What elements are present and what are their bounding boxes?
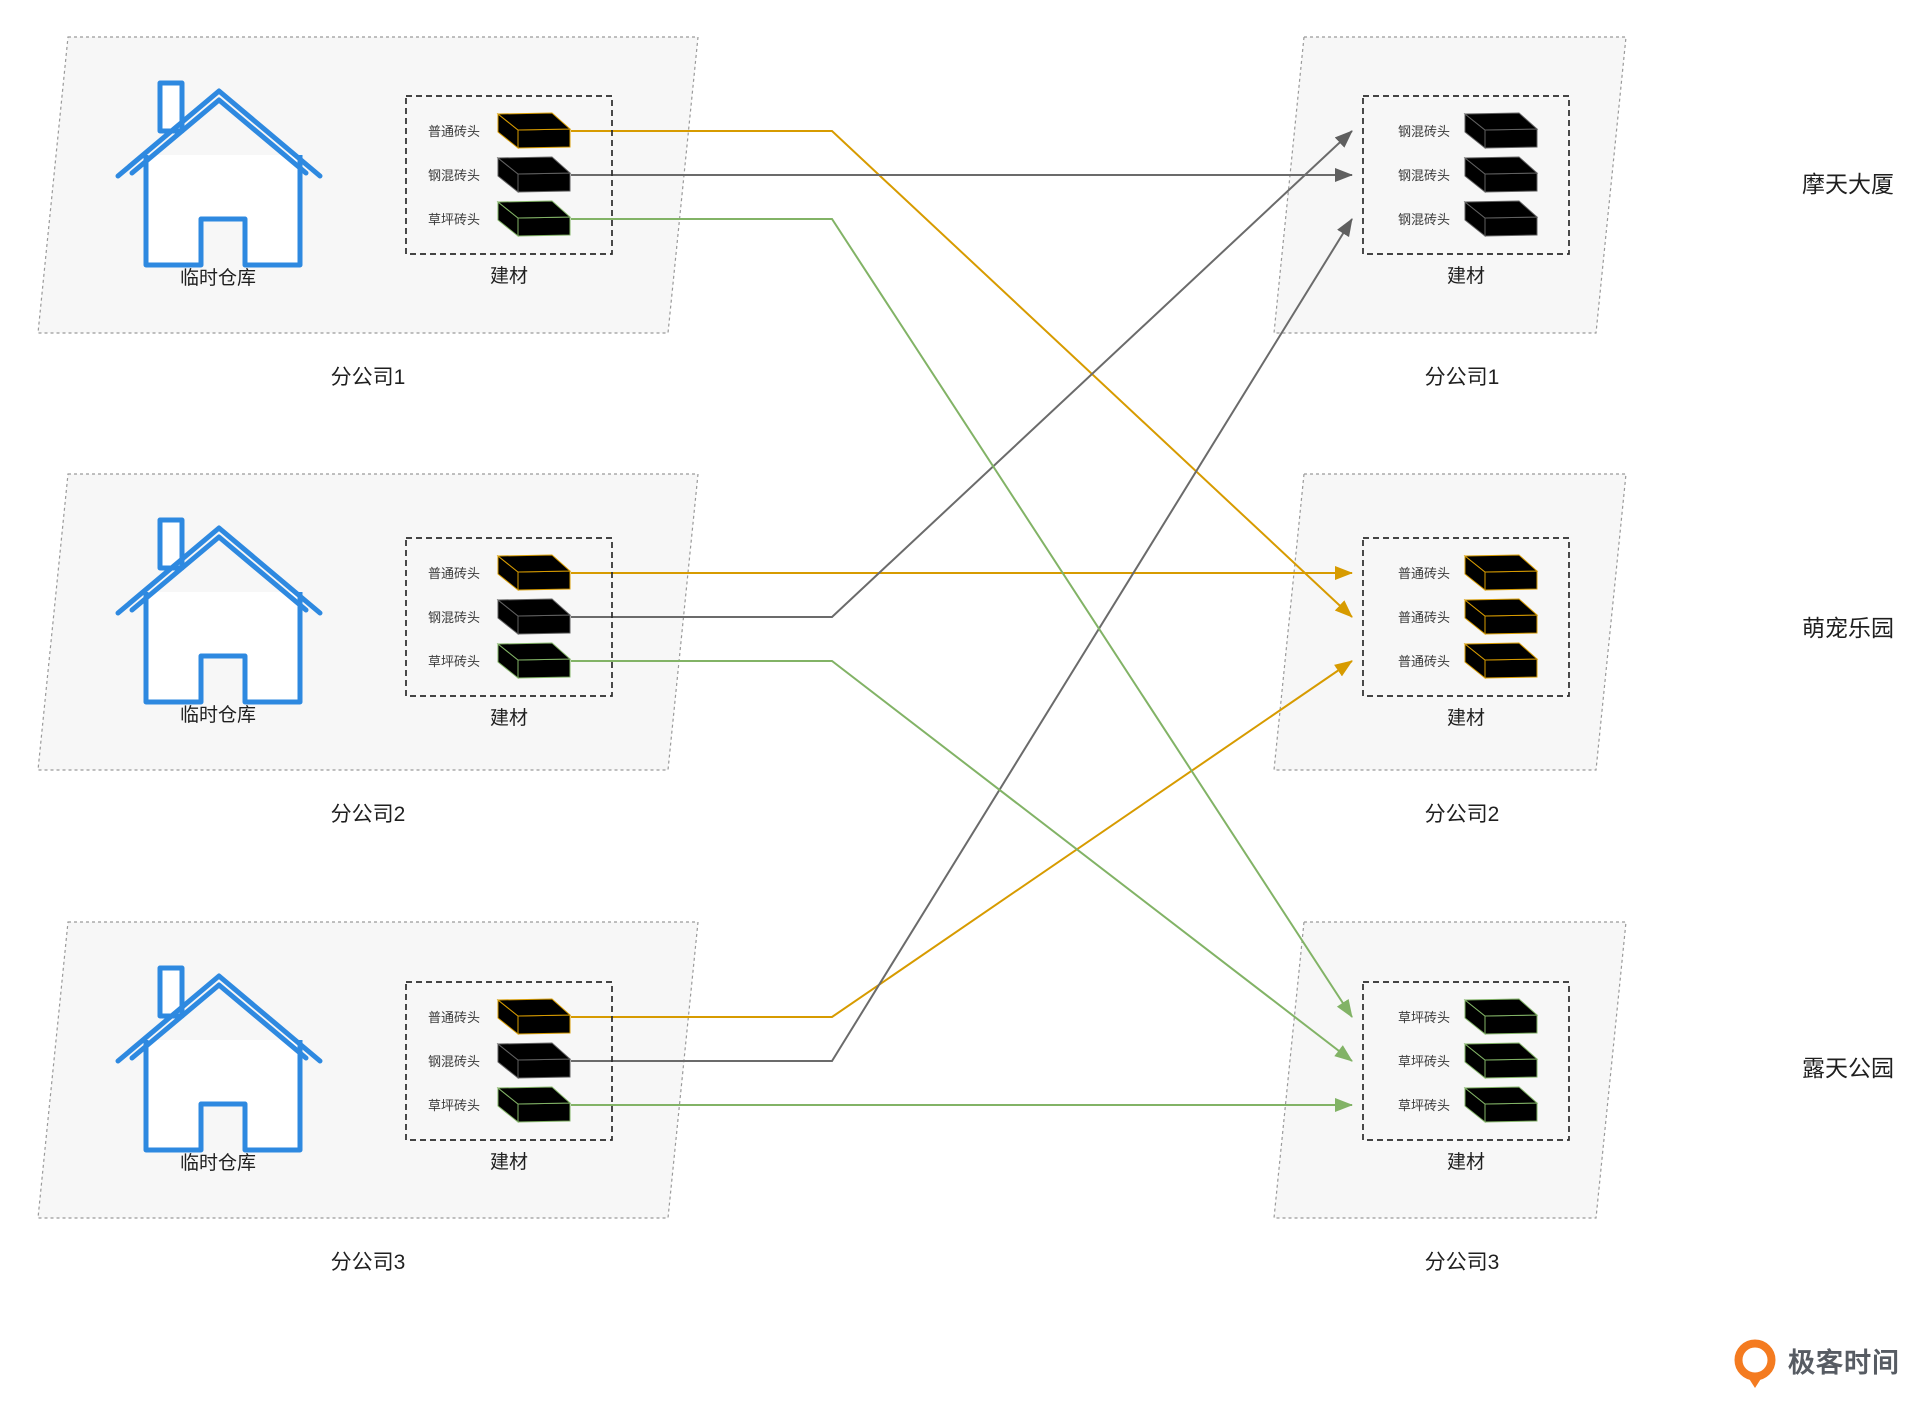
arrow-lawn-co2-to-open-park xyxy=(571,660,1353,1062)
brick-label: 草坪砖头 xyxy=(1398,1054,1450,1069)
brick-label: 草坪砖头 xyxy=(428,1098,480,1113)
arrow-ordinary-co1-to-pet-park xyxy=(571,130,1353,618)
materials-title: 建材 xyxy=(490,265,528,287)
left-company-3-box xyxy=(37,921,699,1219)
right-company-name: 分公司2 xyxy=(1425,803,1500,826)
brick-label: 草坪砖头 xyxy=(1398,1098,1450,1113)
brick-label: 普通砖头 xyxy=(1398,610,1450,625)
brick-label: 草坪砖头 xyxy=(428,212,480,227)
geektime-logo-icon xyxy=(1734,1339,1776,1381)
arrow-lawn-co1-to-open-park xyxy=(571,218,1353,1018)
left-company-name: 分公司2 xyxy=(331,803,406,826)
left-materials-box-1 xyxy=(405,95,613,255)
arrow-steel-co3-to-skyscraper xyxy=(571,218,1353,1062)
geektime-logo-text: 极客时间 xyxy=(1788,1347,1900,1378)
brick-label: 钢混砖头 xyxy=(428,1054,480,1069)
brick-label: 钢混砖头 xyxy=(1398,212,1450,227)
left-company-1-box xyxy=(37,36,699,334)
geektime-logo: 极客时间 xyxy=(1734,1339,1900,1388)
right-materials-box-2 xyxy=(1362,537,1570,697)
materials-title: 建材 xyxy=(490,707,528,729)
site-label-skyscraper: 摩天大厦 xyxy=(1802,171,1894,197)
left-materials-box-3 xyxy=(405,981,613,1141)
brick-label: 钢混砖头 xyxy=(428,168,480,183)
materials-title: 建材 xyxy=(490,1151,528,1173)
left-company-2-box xyxy=(37,473,699,771)
left-company-name: 分公司1 xyxy=(331,366,406,389)
brick-label: 草坪砖头 xyxy=(428,654,480,669)
brick-label: 普通砖头 xyxy=(1398,654,1450,669)
brick-label: 普通砖头 xyxy=(428,124,480,139)
warehouse-label: 临时仓库 xyxy=(180,1152,256,1174)
brick-label: 钢混砖头 xyxy=(1398,168,1450,183)
brick-label: 普通砖头 xyxy=(428,566,480,581)
materials-title: 建材 xyxy=(1447,1151,1485,1173)
right-company-name: 分公司3 xyxy=(1425,1251,1500,1274)
materials-title: 建材 xyxy=(1447,265,1485,287)
right-company-1-box xyxy=(1273,36,1627,334)
right-company-3-box xyxy=(1273,921,1627,1219)
arrow-ordinary-co3-to-pet-park xyxy=(571,660,1353,1018)
right-materials-box-3 xyxy=(1362,981,1570,1141)
materials-title: 建材 xyxy=(1447,707,1485,729)
left-company-name: 分公司3 xyxy=(331,1251,406,1274)
brick-label: 普通砖头 xyxy=(428,1010,480,1025)
geektime-logo-tail xyxy=(1746,1374,1764,1388)
site-label-pet-park: 萌宠乐园 xyxy=(1802,615,1894,641)
warehouse-label: 临时仓库 xyxy=(180,704,256,726)
brick-label: 钢混砖头 xyxy=(1398,124,1450,139)
right-company-name: 分公司1 xyxy=(1425,366,1500,389)
arrow-steel-co2-to-skyscraper xyxy=(571,130,1353,618)
site-label-open-park: 露天公园 xyxy=(1802,1055,1894,1081)
brick-label: 普通砖头 xyxy=(1398,566,1450,581)
brick-label: 钢混砖头 xyxy=(428,610,480,625)
warehouse-label: 临时仓库 xyxy=(180,267,256,289)
right-materials-box-1 xyxy=(1362,95,1570,255)
left-materials-box-2 xyxy=(405,537,613,697)
brick-label: 草坪砖头 xyxy=(1398,1010,1450,1025)
